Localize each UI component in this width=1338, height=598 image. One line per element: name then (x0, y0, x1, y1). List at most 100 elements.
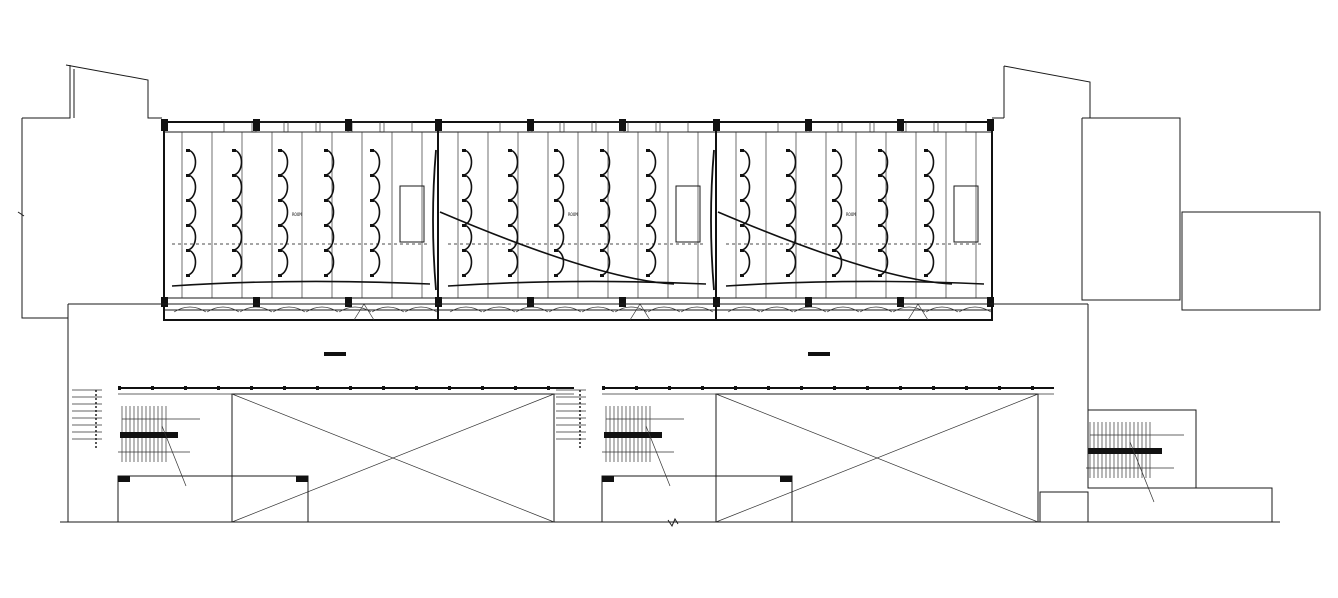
wall-marker (998, 386, 1001, 390)
window-box (383, 121, 413, 133)
light-fixture (232, 149, 236, 152)
wall-marker (734, 386, 737, 390)
light-fixture (740, 224, 744, 227)
light-fixture (462, 149, 466, 152)
window-box (351, 121, 381, 133)
stair-west (118, 406, 200, 487)
lighting-circuit (187, 149, 197, 276)
structural-column (435, 119, 442, 131)
light-fixture (740, 174, 744, 177)
lighting-circuit (463, 149, 473, 276)
structural-column (253, 119, 260, 131)
structural-column (780, 476, 792, 482)
stair-east (1086, 422, 1184, 503)
light-fixture (554, 174, 558, 177)
landing-room (601, 475, 793, 523)
light-fixture (740, 249, 744, 252)
light-fixture (278, 224, 282, 227)
light-fixture (878, 249, 882, 252)
room-label: ROOM (568, 212, 578, 217)
light-fixture (646, 224, 650, 227)
wall-marker (415, 386, 418, 390)
light-fixture (600, 174, 604, 177)
stair-landing (604, 432, 662, 438)
light-fixture (508, 149, 512, 152)
corridor-arc (548, 306, 582, 313)
light-fixture (786, 199, 790, 202)
window-box (255, 121, 285, 133)
lighting-circuit (325, 149, 335, 276)
corridor-arc (680, 306, 714, 313)
corridor-arc (404, 306, 438, 313)
light-fixture (924, 174, 928, 177)
corridor-arc (859, 306, 893, 313)
light-fixture (462, 249, 466, 252)
structural-column (602, 476, 614, 482)
corridor-arc (925, 306, 959, 313)
light-fixture (278, 174, 282, 177)
return-circuit (447, 280, 707, 287)
wall-marker (316, 386, 319, 390)
window-box (777, 121, 807, 133)
corridor-arc (173, 306, 207, 313)
light-fixture (370, 149, 374, 152)
light-fixture (740, 274, 744, 277)
open-void (231, 393, 555, 523)
corridor-arc (760, 306, 794, 313)
wall-marker (1031, 386, 1034, 390)
light-fixture (324, 149, 328, 152)
corridor-arc (371, 306, 405, 313)
stair-core-east (1087, 409, 1197, 489)
wall-marker (965, 386, 968, 390)
window-box (319, 121, 349, 133)
light-fixture (786, 149, 790, 152)
structural-column (345, 119, 352, 131)
lighting-circuit (601, 149, 611, 276)
wall-marker (184, 386, 187, 390)
window-box (499, 121, 529, 133)
light-fixture (462, 274, 466, 277)
structural-column (987, 119, 994, 131)
wall-marker (899, 386, 902, 390)
light-fixture (278, 199, 282, 202)
light-fixture (324, 249, 328, 252)
corridor-arc (647, 306, 681, 313)
break-line (161, 425, 187, 487)
wall-marker (635, 386, 638, 390)
distribution-board (399, 185, 425, 243)
structural-column (897, 119, 904, 131)
structural-column (296, 476, 308, 482)
lighting-circuit (879, 149, 889, 276)
light-fixture (832, 249, 836, 252)
wall-marker (118, 386, 121, 390)
light-fixture (370, 224, 374, 227)
wall-marker (448, 386, 451, 390)
light-fixture (278, 149, 282, 152)
window-box (627, 121, 657, 133)
window-box (659, 121, 689, 133)
light-fixture (186, 224, 190, 227)
light-fixture (600, 199, 604, 202)
stair-middle (602, 406, 684, 487)
lighting-circuit (509, 149, 519, 276)
structural-column (118, 476, 130, 482)
light-fixture (554, 224, 558, 227)
structural-column (713, 119, 720, 131)
light-fixture (740, 199, 744, 202)
structural-column (987, 297, 994, 307)
light-fixture (278, 249, 282, 252)
wall-marker (151, 386, 154, 390)
light-fixture (832, 149, 836, 152)
corridor-arc (958, 306, 992, 313)
wall-marker (349, 386, 352, 390)
light-fixture (554, 199, 558, 202)
lighting-circuit (741, 149, 751, 276)
light-fixture (554, 274, 558, 277)
light-fixture (232, 249, 236, 252)
window-box (531, 121, 561, 133)
light-fixture (232, 274, 236, 277)
entry-steps (72, 389, 102, 450)
